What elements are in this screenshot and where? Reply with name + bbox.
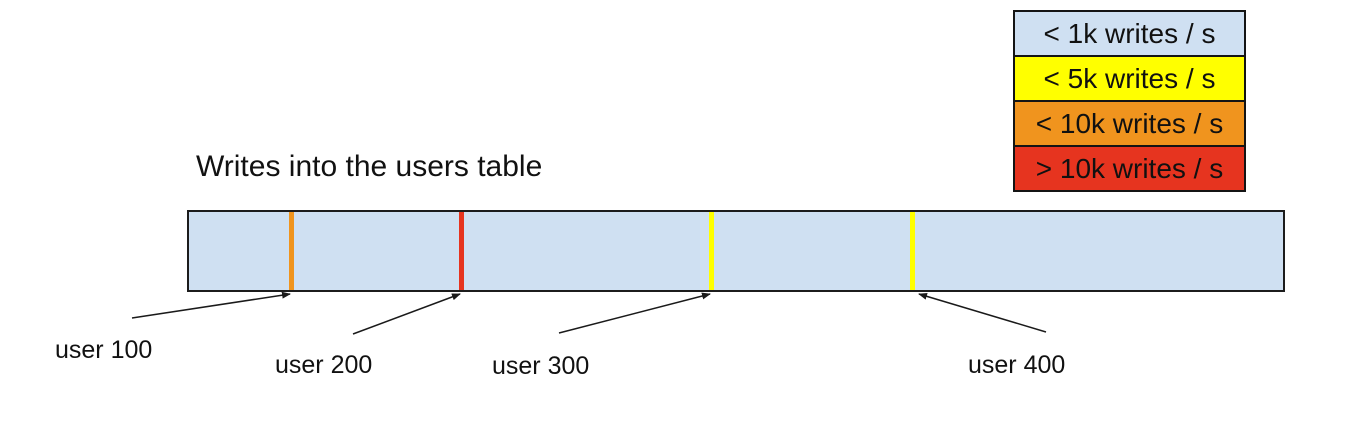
- diagram-title: Writes into the users table: [196, 150, 543, 183]
- arrow-user-100: [131, 291, 291, 319]
- legend-item-label: < 5k writes / s: [1043, 62, 1216, 94]
- hot-key-stripe-user-100: [289, 212, 294, 290]
- legend-item-label: > 10k writes / s: [1035, 152, 1224, 184]
- user-400-label: user 400: [968, 351, 1066, 379]
- user-200-label: user 200: [275, 351, 373, 379]
- hot-key-stripe-user-200: [459, 212, 464, 290]
- legend-item-label: < 10k writes / s: [1035, 107, 1224, 139]
- arrow-user-300: [558, 292, 711, 334]
- users-table-bar: [187, 210, 1285, 292]
- user-100-label: user 100: [55, 336, 153, 364]
- legend-item-lt-1k: < 1k writes / s: [1013, 10, 1246, 57]
- write-rate-legend: < 1k writes / s < 5k writes / s < 10k wr…: [1013, 10, 1246, 192]
- hot-key-stripe-user-400: [910, 212, 915, 290]
- arrow-user-400: [918, 292, 1047, 333]
- legend-item-lt-5k: < 5k writes / s: [1013, 55, 1246, 102]
- arrow-user-200: [352, 293, 461, 335]
- user-300-label: user 300: [492, 352, 590, 380]
- legend-item-gt-10k: > 10k writes / s: [1013, 145, 1246, 192]
- hot-key-stripe-user-300: [709, 212, 714, 290]
- legend-item-lt-10k: < 10k writes / s: [1013, 100, 1246, 147]
- legend-item-label: < 1k writes / s: [1043, 17, 1216, 49]
